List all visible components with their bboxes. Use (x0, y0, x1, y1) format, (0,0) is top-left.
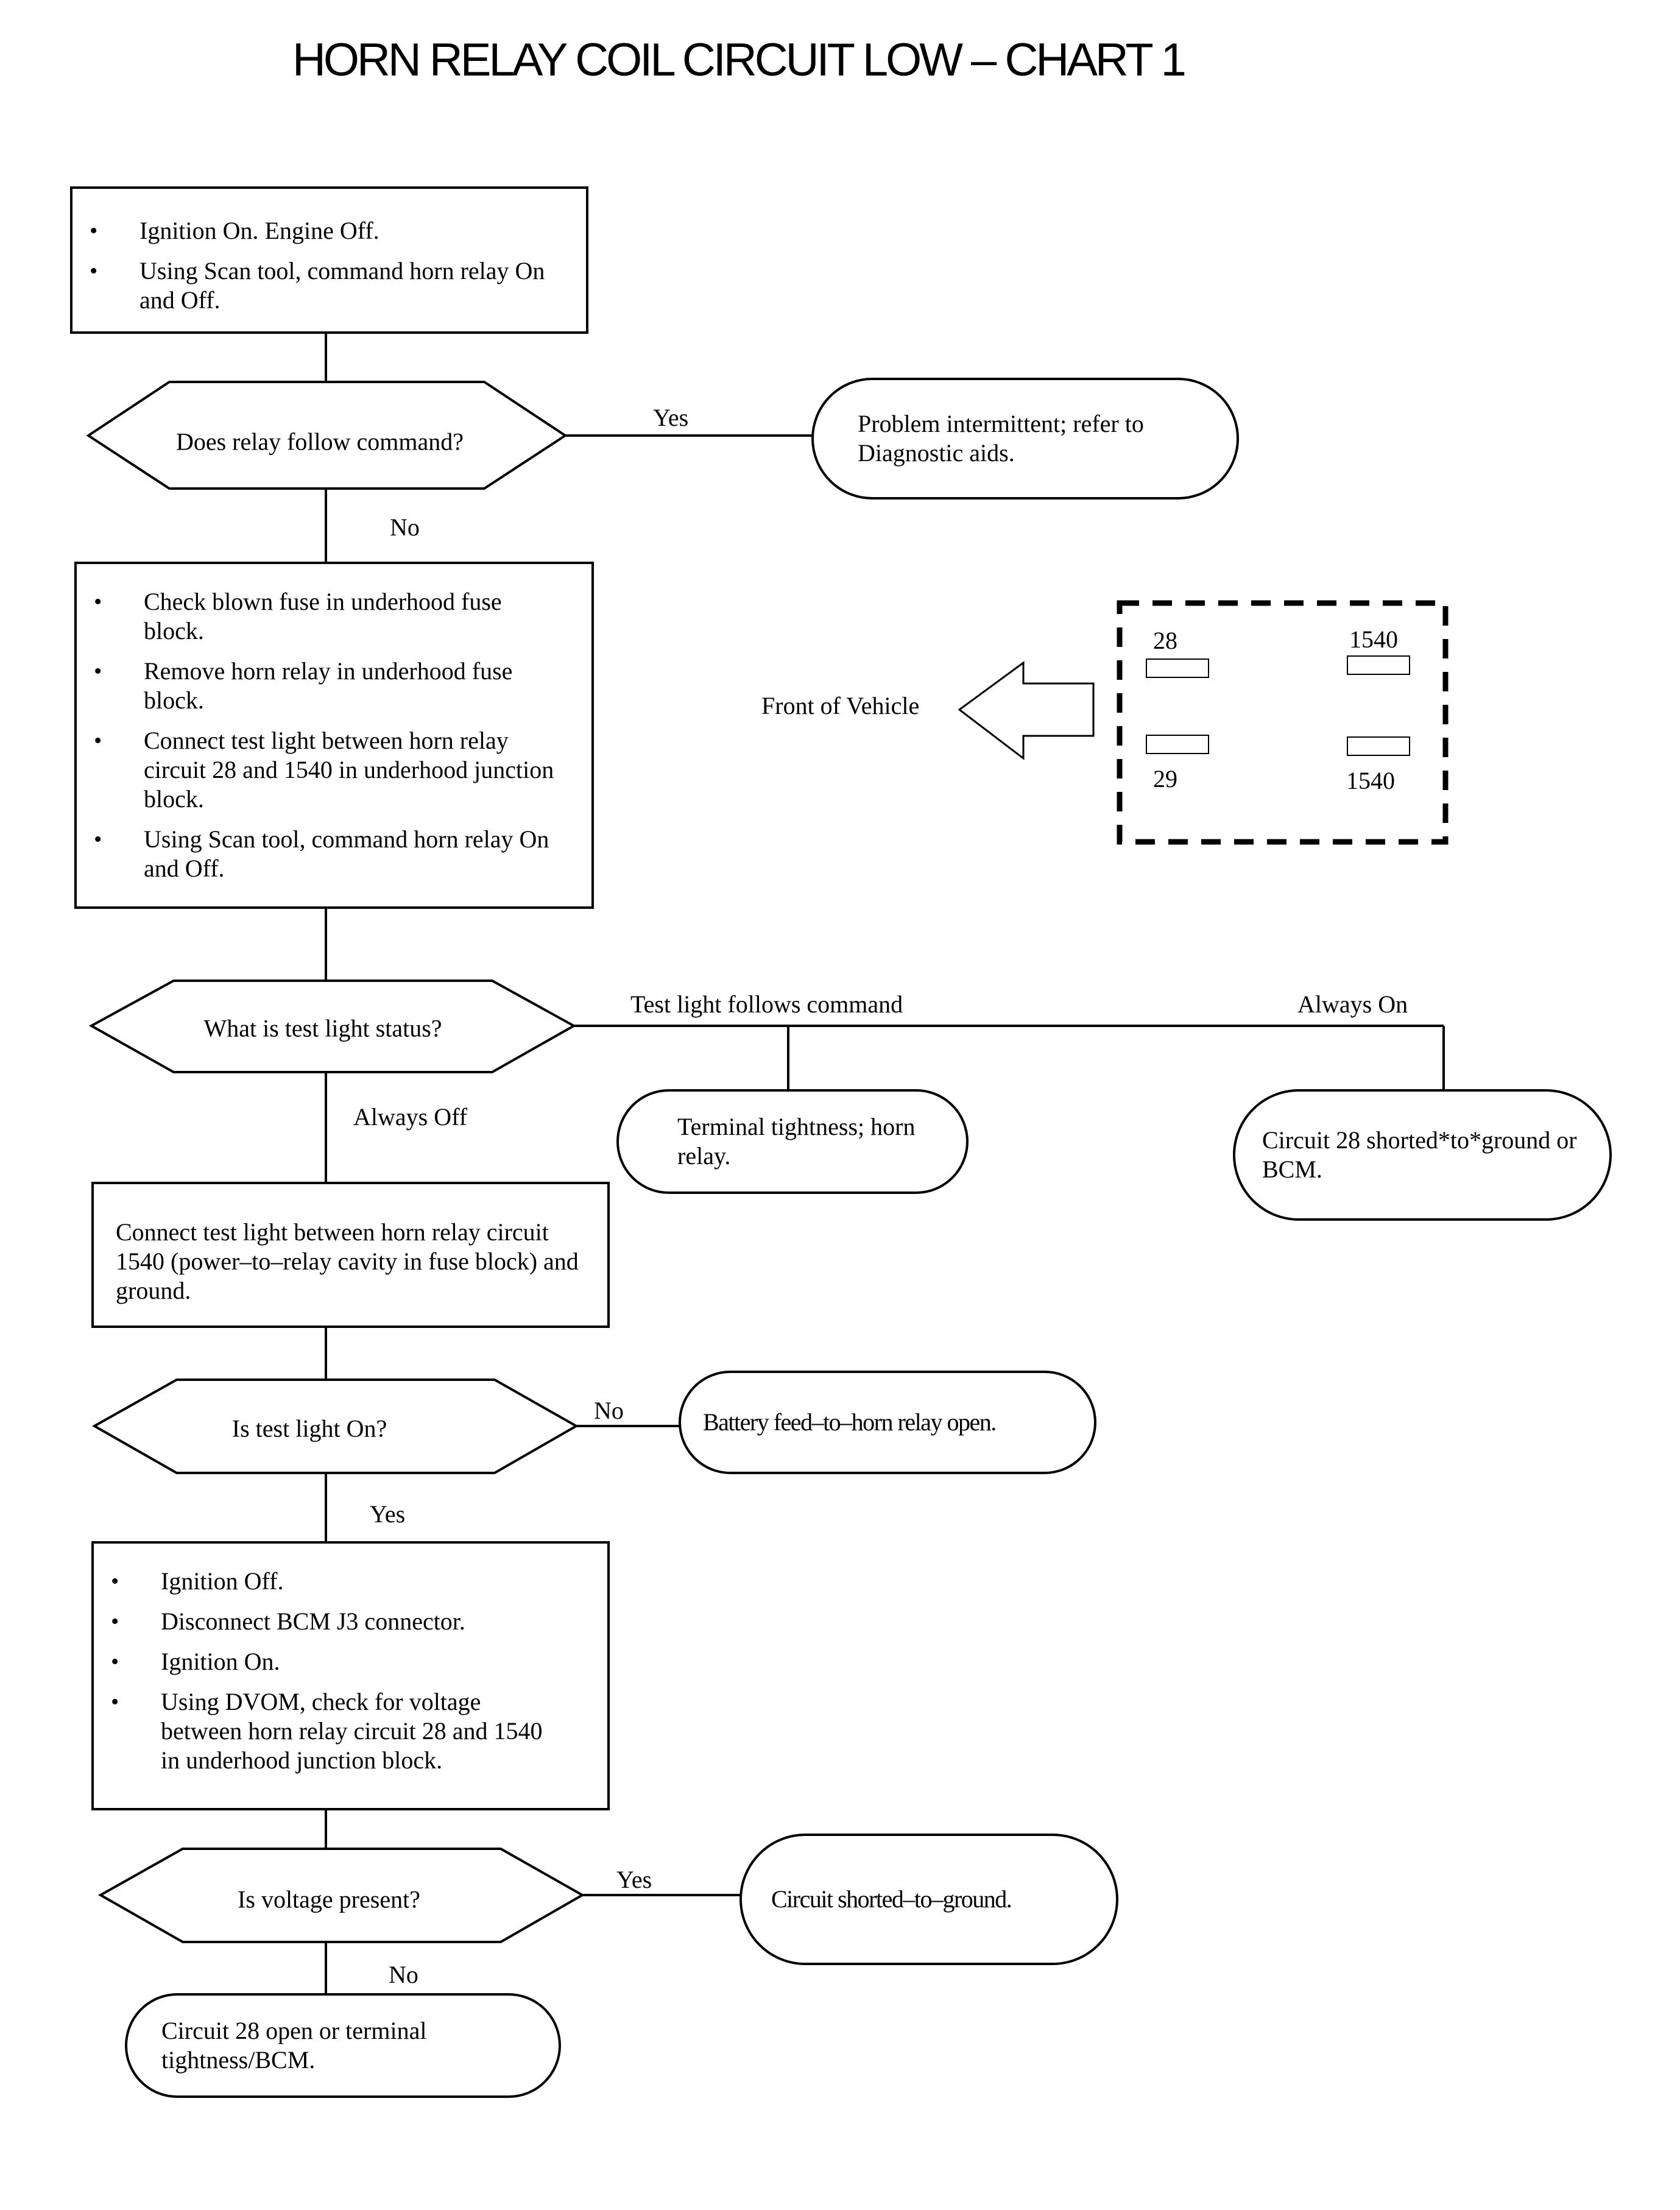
decision-d4-shape (97, 1848, 585, 1943)
step4-item: Ignition Off. (94, 1567, 552, 1596)
relay-pin-1540-bottom-slot (1347, 736, 1410, 756)
terminal-t2-text: Terminal tightness; horn relay. (677, 1113, 916, 1170)
terminal-t6: Circuit 28 open or terminal tightness/BC… (125, 1993, 561, 2098)
decision-d3-label: Is test light On? (231, 1414, 387, 1442)
step4-box: Ignition Off. Disconnect BCM J3 connecto… (91, 1541, 610, 1810)
step3-box: Connect test light between horn relay ci… (91, 1182, 610, 1328)
relay-pin-1540-top-slot (1347, 655, 1410, 675)
terminal-t5-text: Circuit shorted–to–ground. (771, 1885, 1012, 1913)
edge-d1-no-label: No (390, 514, 420, 541)
step2-item: Connect test light between horn relay ci… (77, 726, 555, 814)
relay-pin-label: 1540 (1349, 626, 1398, 653)
front-of-vehicle-label: Front of Vehicle (761, 692, 920, 719)
edge-d4-no-label: No (389, 1961, 418, 1988)
decision-d4-label: Is voltage present? (238, 1885, 420, 1913)
terminal-t3-text: Circuit 28 shorted*to*ground or BCM. (1262, 1126, 1577, 1183)
edge-d2-follows-label: Test light follows command (630, 990, 903, 1018)
relay-pin-28-slot (1146, 658, 1209, 678)
edge-d2-on-label: Always On (1297, 990, 1408, 1018)
edge-d1-yes-label: Yes (653, 404, 689, 431)
front-arrow-icon (958, 661, 1095, 761)
relay-pin-label: 1540 (1346, 767, 1395, 794)
relay-pin-label: 29 (1153, 765, 1177, 793)
step2-item: Remove horn relay in underhood fuse bloc… (77, 657, 555, 715)
relay-block-outline (1117, 600, 1449, 845)
relay-pin-label: 28 (1153, 627, 1177, 654)
step4-item: Disconnect BCM J3 connector. (94, 1607, 552, 1636)
step4-item: Using DVOM, check for voltage between ho… (94, 1687, 552, 1775)
terminal-t4-text: Battery feed–to–horn relay open. (703, 1408, 997, 1436)
decision-d1-shape (86, 381, 568, 490)
terminal-t2: Terminal tightness; horn relay. (616, 1089, 969, 1194)
edge-d3-yes-label: Yes (370, 1500, 406, 1528)
terminal-t6-text: Circuit 28 open or terminal tightness/BC… (161, 2017, 427, 2074)
terminal-t1-text: Problem intermittent; refer to Diagnosti… (858, 410, 1144, 467)
step3-text: Connect test light between horn relay ci… (116, 1218, 579, 1304)
step4-item: Ignition On. (94, 1647, 552, 1676)
decision-d1-label: Does relay follow command? (175, 428, 464, 456)
terminal-t4: Battery feed–to–horn relay open. (679, 1371, 1096, 1474)
step1-box: Ignition On. Engine Off. Using Scan tool… (70, 186, 588, 334)
step2-item: Using Scan tool, command horn relay On a… (77, 825, 555, 883)
terminal-t1: Problem intermittent; refer to Diagnosti… (811, 378, 1239, 500)
edge-d3-no-label: No (594, 1397, 624, 1424)
step1-item: Ignition On. Engine Off. (72, 216, 586, 245)
edge-d4-yes-label: Yes (616, 1866, 652, 1893)
terminal-t3: Circuit 28 shorted*to*ground or BCM. (1233, 1089, 1612, 1221)
step2-box: Check blown fuse in underhood fuse block… (74, 562, 594, 909)
relay-pin-29-slot (1146, 735, 1209, 754)
terminal-t5: Circuit shorted–to–ground. (739, 1834, 1118, 1965)
edge-d2-off-label: Always Off (353, 1103, 468, 1131)
decision-d2-label: What is test light status? (203, 1014, 442, 1042)
decision-d3-shape (91, 1379, 579, 1474)
step1-item: Using Scan tool, command horn relay On a… (72, 256, 586, 315)
page-title: HORN RELAY COIL CIRCUIT LOW – CHART 1 (292, 34, 1187, 86)
decision-d2-shape (88, 980, 577, 1073)
step2-item: Check blown fuse in underhood fuse block… (77, 587, 555, 646)
